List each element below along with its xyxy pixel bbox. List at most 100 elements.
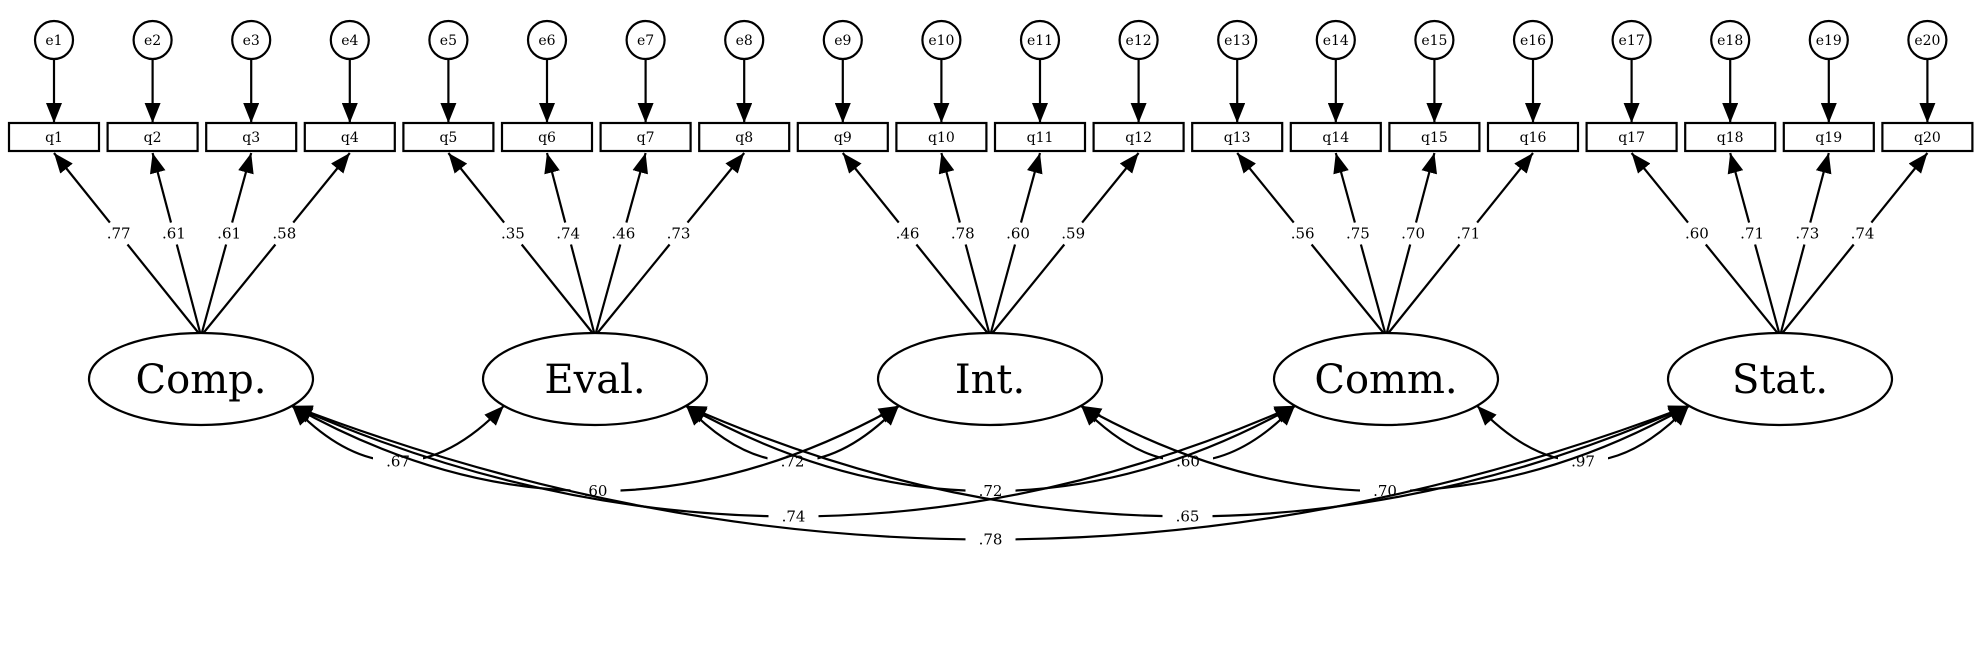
loading-path <box>1414 152 1438 223</box>
error-label: e6 <box>538 33 555 49</box>
loading-label: .75 <box>1346 225 1370 243</box>
correlation-label: .97 <box>1571 452 1595 470</box>
item-label: q1 <box>45 130 63 146</box>
loading-label: .74 <box>556 225 580 243</box>
item-label: q7 <box>637 130 655 146</box>
loading-path <box>1310 243 1387 337</box>
error-circle <box>1019 19 1061 61</box>
error-label: e4 <box>341 33 358 49</box>
error-label: e13 <box>1224 33 1250 49</box>
error-circle <box>724 19 765 61</box>
item-box <box>599 121 692 153</box>
correlation-label-gap <box>1360 479 1410 502</box>
correlation-label: .72 <box>781 452 805 470</box>
loading-path <box>1019 152 1043 223</box>
loading-path <box>1236 152 1295 224</box>
error-circle <box>1512 19 1554 61</box>
loading-path <box>964 244 992 337</box>
error-circle <box>921 19 962 61</box>
loading-label: .56 <box>1291 225 1315 243</box>
error-circle <box>329 19 370 61</box>
item-label: q20 <box>1914 130 1941 146</box>
item-box <box>303 121 396 153</box>
item-box <box>7 121 101 153</box>
loading-label: .77 <box>107 225 131 243</box>
error-label: e15 <box>1421 33 1447 49</box>
loading-label: .46 <box>611 225 635 243</box>
error-label: e11 <box>1027 33 1053 49</box>
loading-path <box>915 243 991 337</box>
loading-path <box>1809 152 1832 223</box>
item-box <box>993 121 1087 153</box>
loading-label: .60 <box>1006 225 1030 243</box>
loading-path <box>53 152 111 224</box>
error-label: e2 <box>144 33 161 49</box>
error-label: e16 <box>1520 33 1546 49</box>
factor-label: Comm. <box>1314 357 1457 403</box>
item-label: q9 <box>834 130 852 146</box>
loading-path <box>938 152 961 223</box>
item-box <box>895 121 988 153</box>
labels-layer: e1q1e2q2e3q3e4q4e5q5e6q6e7q7e8q8e9q9e10q… <box>45 33 1941 549</box>
item-label: q12 <box>1125 130 1152 146</box>
correlation-label-gap <box>965 527 1016 550</box>
item-box <box>500 121 594 153</box>
error-label: e3 <box>243 33 260 49</box>
correlation-label: .72 <box>979 482 1003 500</box>
error-label: e7 <box>637 33 654 49</box>
loading-path <box>520 243 596 337</box>
error-label: e20 <box>1914 33 1940 49</box>
loading-label: .35 <box>501 225 525 243</box>
loading-label: .71 <box>1456 225 1480 243</box>
error-circle <box>1118 19 1159 61</box>
loading-path <box>1778 244 1806 337</box>
loading-path <box>1476 152 1534 224</box>
correlation-label: .78 <box>979 531 1003 549</box>
item-box <box>1881 121 1974 153</box>
correlation-label-gap <box>767 449 818 472</box>
item-label: q11 <box>1027 130 1054 146</box>
error-label: e12 <box>1126 33 1152 49</box>
correlation-label-gap <box>570 479 621 502</box>
item-box <box>1585 121 1678 153</box>
correlation-label-gap <box>1558 449 1608 472</box>
correlation-label-gap <box>1162 504 1213 527</box>
loading-path <box>841 152 900 224</box>
error-label: e1 <box>45 33 62 49</box>
loading-label: .58 <box>272 225 296 243</box>
loading-label: .74 <box>1851 225 1875 243</box>
loading-path <box>625 152 648 223</box>
error-circle <box>1414 19 1455 61</box>
loading-label: .73 <box>1795 225 1819 243</box>
loading-path <box>175 244 203 337</box>
item-box <box>796 121 889 153</box>
loading-path <box>1727 152 1751 223</box>
loading-path <box>126 243 202 337</box>
error-circle <box>1315 19 1356 61</box>
loading-path <box>1779 243 1855 337</box>
error-label: e14 <box>1323 33 1349 49</box>
correlation-label: .60 <box>1176 452 1200 470</box>
item-box <box>1191 121 1284 153</box>
error-circle <box>1611 19 1652 61</box>
loading-path <box>569 244 597 337</box>
item-label: q13 <box>1224 130 1251 146</box>
error-label: e19 <box>1816 33 1842 49</box>
loading-label: .61 <box>217 225 241 243</box>
item-box <box>205 121 298 153</box>
error-circle <box>33 19 75 61</box>
item-label: q14 <box>1322 130 1349 146</box>
loading-path <box>594 243 671 337</box>
item-label: q4 <box>341 130 359 146</box>
factor-ellipse <box>87 331 315 427</box>
loading-path <box>989 243 1066 337</box>
item-box <box>1684 121 1777 153</box>
loading-label: .59 <box>1061 225 1085 243</box>
loading-path <box>686 152 746 224</box>
error-circle <box>1710 19 1751 61</box>
item-box <box>698 121 791 153</box>
loading-path <box>988 244 1017 337</box>
loading-path <box>1333 152 1356 223</box>
correlation-label: .67 <box>386 452 410 470</box>
